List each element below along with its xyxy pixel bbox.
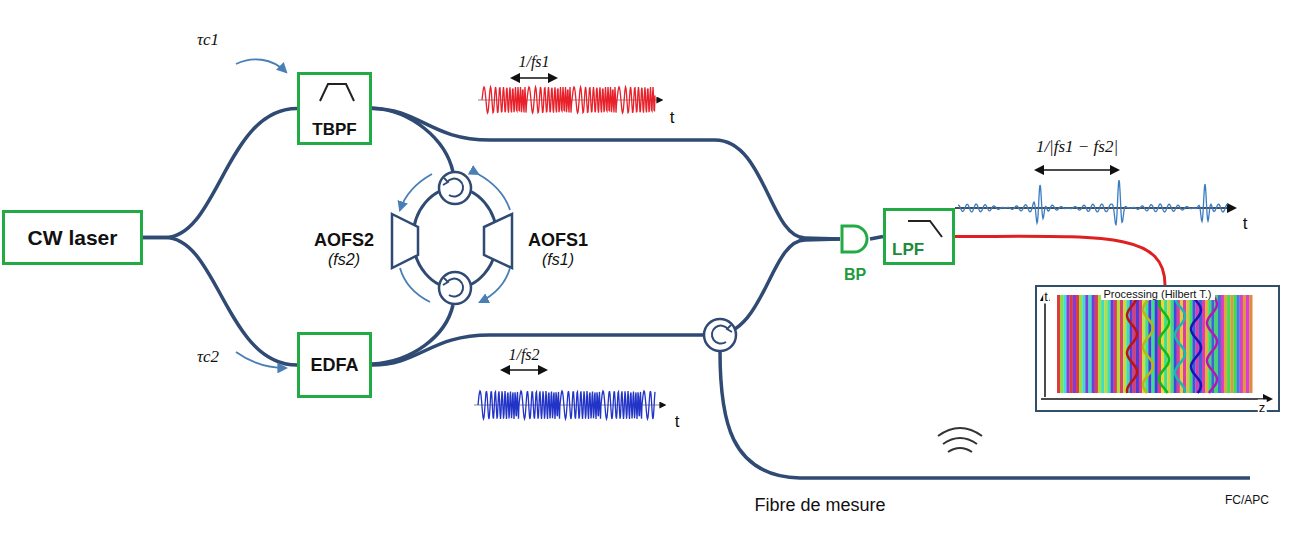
shifter-label: AOFS1(fs1) [516, 222, 600, 276]
filter-icon [306, 79, 366, 105]
axis-label: t [1243, 214, 1248, 234]
node-subtitle: (fs2) [328, 251, 360, 269]
fibre [372, 108, 453, 172]
direction-arrow [236, 352, 286, 368]
optical-fibre [143, 109, 297, 238]
waterfall-image [1037, 287, 1278, 410]
node-title: EDFA [310, 355, 358, 376]
circulator-arrow [443, 178, 732, 344]
node-title: LPF [892, 240, 924, 260]
signal-cable [955, 236, 1165, 285]
axis-label: z [1258, 400, 1267, 415]
signal-waveform [478, 391, 655, 419]
aofs-symbol [484, 214, 512, 268]
aofs-symbol [392, 214, 418, 268]
node-title: BP [844, 266, 866, 284]
amplifier-box: EDFA [297, 332, 372, 398]
optical-fibre [143, 238, 297, 366]
period-marker [512, 77, 556, 79]
node-title: CW laser [28, 226, 118, 250]
optical-fibre [870, 237, 883, 240]
node-title: AOFS2 [314, 230, 374, 251]
delay-label: τc2 [197, 347, 219, 367]
direction-arrow [236, 59, 286, 72]
period-marker [1036, 169, 1118, 171]
fibre [372, 305, 453, 364]
period-marker [502, 369, 546, 371]
period-label: 1/fs1 [518, 53, 549, 71]
delay-label: τc1 [197, 30, 219, 50]
signal-waveform [482, 87, 655, 113]
circulator [439, 172, 736, 351]
direction-arrow [478, 174, 510, 210]
axis-label: t [670, 108, 675, 128]
photodiode-symbol [840, 224, 870, 254]
period-label: 1/fs2 [508, 346, 539, 364]
optical-fibre [372, 239, 840, 365]
node-title: AOFS1 [528, 230, 588, 251]
fibre-label: Fibre de mesure [754, 495, 885, 516]
connector-label: FC/APC [1225, 493, 1269, 507]
beat-signal [958, 180, 1228, 225]
sound-waves [938, 428, 982, 452]
optical-fibre [372, 109, 840, 240]
direction-arrow [480, 268, 510, 302]
shifter-label: AOFS2(fs2) [302, 222, 386, 276]
node-title: Processing (Hilbert T.) [1101, 288, 1215, 300]
period-label: 1/|fs1 − fs2| [1036, 137, 1118, 157]
direction-arrow [400, 268, 430, 302]
filter-box: TBPF [297, 72, 372, 145]
node-title: TBPF [312, 120, 356, 140]
direction-arrow [400, 174, 432, 210]
laser-box: CW laser [2, 210, 143, 265]
lowpass-filter-box: LPF [883, 208, 955, 265]
axis-label: t [675, 412, 680, 432]
axis-label: t [1043, 289, 1049, 304]
filter-icon [888, 215, 948, 241]
photodiode: BP [840, 224, 870, 254]
node-subtitle: (fs1) [542, 251, 574, 269]
processing-panel: Processing (Hilbert T.) [1035, 285, 1280, 412]
